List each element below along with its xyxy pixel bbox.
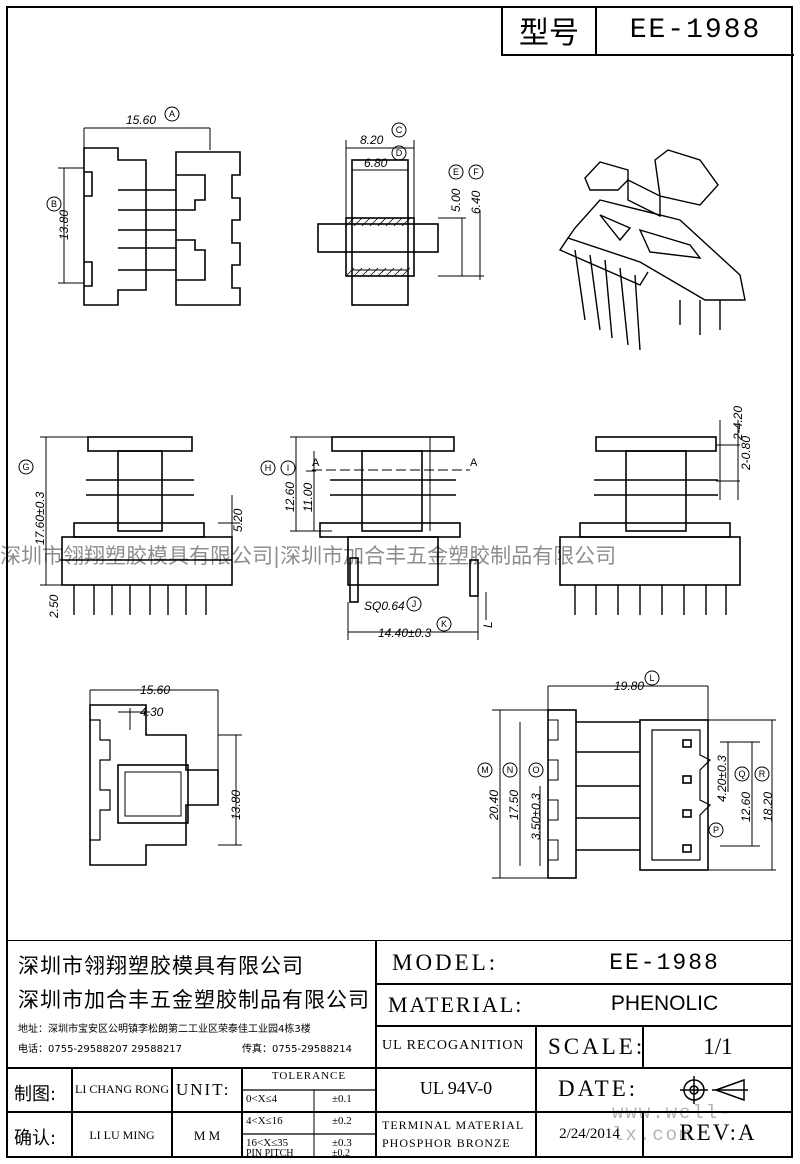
section-mark-right: A xyxy=(470,457,478,469)
callout-b: B xyxy=(51,199,57,209)
section-view xyxy=(317,159,439,306)
terminal-material-1: TERMINAL MATERIAL xyxy=(382,1118,525,1132)
callout-o: O xyxy=(532,765,539,775)
tolerance-range-2: 4<X≤16 xyxy=(246,1115,283,1127)
dim-l: 19.80 xyxy=(614,679,644,693)
type-label: 型号 xyxy=(503,6,597,54)
callout-f: F xyxy=(473,167,479,177)
callout-e: E xyxy=(453,167,459,177)
callout-l: L xyxy=(649,673,654,683)
bottom-view-right xyxy=(547,709,712,879)
date-value: 2/24/2014 xyxy=(559,1126,620,1142)
dim-c: 8.20 xyxy=(360,133,384,147)
checked-by-value: LI LU MING xyxy=(89,1128,155,1142)
front-view-left xyxy=(60,436,233,615)
drawn-by-value: LI CHANG RONG xyxy=(75,1082,169,1096)
company-phone: 电话：0755-29588207 29588217 xyxy=(18,1044,183,1055)
section-mark-left: A xyxy=(312,457,320,469)
dim-q: 4.20±0.3 xyxy=(715,755,729,802)
tolerance-range-4: PIN PITCH xyxy=(246,1148,294,1159)
model-label: MODEL: xyxy=(392,950,499,975)
callout-n: N xyxy=(507,765,514,775)
callout-h: H xyxy=(265,463,272,473)
title-block-text: 深圳市翎翔塑胶模具有限公司 深圳市加合丰五金塑胶制品有限公司 地址：深圳市宝安区… xyxy=(6,940,793,1159)
scale-label: SCALE: xyxy=(548,1034,646,1059)
tolerance-range-1: 0<X≤4 xyxy=(246,1093,278,1105)
callout-g: G xyxy=(22,462,29,472)
bottom-view-left xyxy=(89,704,219,866)
projection-symbol xyxy=(680,1076,748,1104)
ul-value: UL 94V-0 xyxy=(419,1078,493,1098)
date-label: DATE: xyxy=(558,1076,639,1101)
unit-value: M M xyxy=(193,1128,221,1143)
callout-a: A xyxy=(169,109,175,119)
dim-s: 18.20 xyxy=(761,792,775,822)
dim-e: 5.00 xyxy=(449,188,463,212)
callout-c: C xyxy=(396,125,403,135)
title-block xyxy=(6,940,793,1158)
dim-k: 14.40±0.3 xyxy=(378,626,432,640)
callout-i: I xyxy=(287,463,290,473)
material-value: PHENOLIC xyxy=(610,992,719,1015)
top-view xyxy=(83,147,241,306)
website-watermark: www.well-lx.com xyxy=(612,1102,733,1146)
watermark: 深圳市翎翔塑胶模具有限公司|深圳市加合丰五金塑胶制品有限公司 xyxy=(0,544,617,568)
tolerance-value-3: ±0.3 xyxy=(332,1137,352,1149)
dim-r: 12.60 xyxy=(739,792,753,822)
callout-d: D xyxy=(396,148,403,158)
tolerance-title: TOLERANCE xyxy=(271,1070,347,1082)
dim-w1: 2-4.20 xyxy=(731,406,745,441)
dim-h: 12.60 xyxy=(283,482,297,512)
unit-label: UNIT: xyxy=(176,1080,231,1099)
company-name-1: 深圳市翎翔塑胶模具有限公司 xyxy=(18,954,304,978)
front-view-center xyxy=(319,436,479,603)
material-label: MATERIAL: xyxy=(388,992,524,1017)
dim-n: 17.50 xyxy=(507,790,521,820)
revision: REV:A xyxy=(679,1120,757,1145)
dim-j: SQ0.64 xyxy=(364,599,405,613)
dim-o: 3.50±0.3 xyxy=(529,793,543,840)
dim-pin-length: 2.50 xyxy=(47,594,61,619)
scale-value: 1/1 xyxy=(703,1034,733,1059)
ul-label: UL RECOGANITION xyxy=(382,1038,525,1053)
callout-q: Q xyxy=(738,769,745,779)
dim-m: 20.40 xyxy=(487,790,501,821)
model-value: EE-1988 xyxy=(609,950,720,976)
dim-b-height: 13.80 xyxy=(229,790,243,820)
company-address: 地址：深圳市宝安区公明镇李松朗第二工业区荣泰佳工业园4栋3楼 xyxy=(18,1024,311,1035)
tolerance-value-4: ±0.2 xyxy=(332,1148,350,1159)
dim-gap: 5.20 xyxy=(231,508,245,532)
dim-f: 6.40 xyxy=(469,190,483,214)
terminal-material-2: PHOSPHOR BRONZE xyxy=(382,1136,511,1150)
callout-j: J xyxy=(412,599,417,609)
model-number: EE-1988 xyxy=(629,14,762,46)
dim-i: 11.00 xyxy=(301,483,315,512)
technical-drawing: A B C D E F G H I J K L M N O P Q R 15.6… xyxy=(18,106,776,879)
dim-g: 17.60±0.3 xyxy=(33,491,47,545)
dim-l-letter: L xyxy=(481,621,495,628)
sheet-border xyxy=(6,6,793,1158)
dim-d: 6.80 xyxy=(364,156,388,170)
callout-k: K xyxy=(441,619,447,629)
tolerance-range-3: 16<X≤35 xyxy=(246,1137,289,1149)
dim-w2: 2-0.80 xyxy=(739,436,753,471)
tolerance-value-1: ±0.1 xyxy=(332,1093,352,1105)
drawn-by-label: 制图: xyxy=(14,1084,57,1105)
dim-b-width: 15.60 xyxy=(140,683,170,697)
company-fax: 传真：0755-29588214 xyxy=(242,1044,352,1055)
front-view-right xyxy=(559,436,741,615)
dim-top-height: 13.80 xyxy=(57,210,71,240)
dim-b-inner: 4.30 xyxy=(140,705,164,719)
checked-by-label: 确认: xyxy=(14,1128,57,1149)
callout-m: M xyxy=(481,765,489,775)
company-name-2: 深圳市加合丰五金塑胶制品有限公司 xyxy=(18,988,370,1012)
dim-top-width: 15.60 xyxy=(126,113,156,127)
callout-r: R xyxy=(759,769,766,779)
isometric-view xyxy=(558,149,746,351)
tolerance-value-2: ±0.2 xyxy=(332,1115,352,1127)
model-header: 型号 EE-1988 xyxy=(501,6,794,56)
callout-p: P xyxy=(713,825,719,835)
